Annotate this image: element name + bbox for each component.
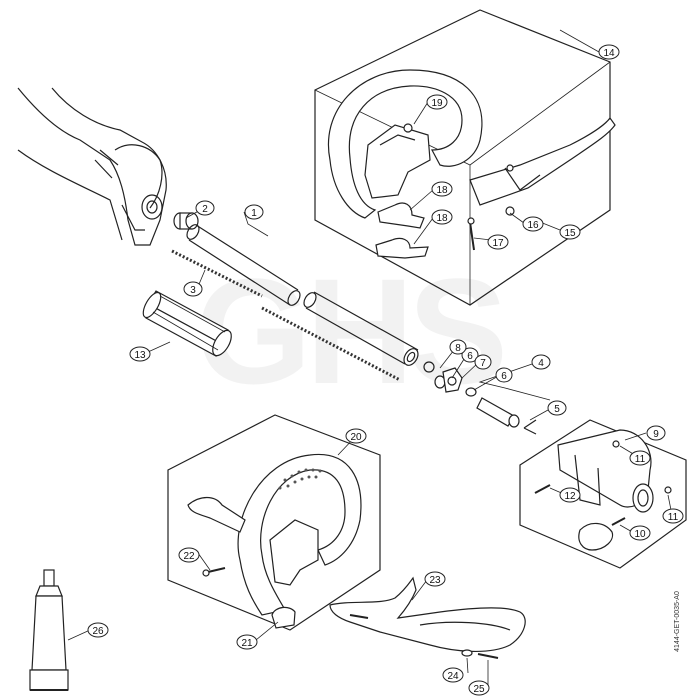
callout-4: 4 bbox=[531, 354, 551, 370]
svg-text:11: 11 bbox=[635, 454, 646, 465]
leader-lines bbox=[67, 29, 673, 686]
callout-6b: 6 bbox=[495, 367, 513, 383]
callout-13: 13 bbox=[129, 346, 151, 362]
callout-18a: 18 bbox=[431, 181, 453, 197]
callout-5: 5 bbox=[547, 400, 567, 416]
svg-text:19: 19 bbox=[431, 98, 443, 109]
svg-text:16: 16 bbox=[527, 220, 539, 231]
callout-16: 16 bbox=[522, 216, 544, 232]
callout-7: 7 bbox=[474, 354, 492, 370]
loop-handle-kit-box bbox=[314, 9, 611, 306]
svg-text:23: 23 bbox=[429, 575, 441, 586]
callout-labels: 1 2 3 4 5 6 6 7 8 9 10 11 11 12 13 14 15… bbox=[87, 44, 684, 696]
callout-25: 25 bbox=[468, 680, 490, 696]
grease-tube bbox=[29, 569, 69, 691]
engine-housing bbox=[17, 87, 167, 246]
clamp-parts bbox=[375, 202, 475, 259]
handle-clamp-box bbox=[519, 419, 687, 569]
bike-handle bbox=[187, 453, 362, 629]
svg-text:6: 6 bbox=[501, 371, 507, 382]
svg-text:21: 21 bbox=[241, 638, 253, 649]
svg-text:10: 10 bbox=[634, 529, 646, 540]
svg-text:22: 22 bbox=[183, 551, 195, 562]
callout-20: 20 bbox=[345, 428, 367, 444]
svg-text:7: 7 bbox=[480, 358, 486, 369]
callout-6a: 6 bbox=[461, 347, 479, 363]
callout-10: 10 bbox=[629, 525, 651, 541]
callout-22: 22 bbox=[178, 547, 200, 563]
handle-clamp bbox=[534, 429, 672, 551]
lower-grip-handle bbox=[329, 576, 526, 659]
callout-12: 12 bbox=[559, 487, 581, 503]
bike-handle-kit-box bbox=[167, 414, 381, 631]
svg-text:1: 1 bbox=[251, 208, 257, 219]
svg-text:17: 17 bbox=[492, 238, 504, 249]
callout-15: 15 bbox=[559, 224, 581, 240]
svg-text:13: 13 bbox=[134, 350, 146, 361]
callout-9: 9 bbox=[646, 425, 666, 441]
svg-text:11: 11 bbox=[668, 512, 679, 523]
callout-23: 23 bbox=[424, 571, 446, 587]
svg-text:9: 9 bbox=[653, 429, 659, 440]
svg-text:8: 8 bbox=[455, 343, 461, 354]
drive-shaft bbox=[171, 249, 401, 382]
drawing-code: 4144-GET-0035-A0 bbox=[674, 591, 682, 652]
svg-text:24: 24 bbox=[447, 671, 459, 682]
control-handle bbox=[469, 116, 616, 216]
svg-text:12: 12 bbox=[564, 491, 576, 502]
loop-handle bbox=[327, 69, 483, 219]
drive-tube bbox=[173, 212, 419, 366]
svg-text:15: 15 bbox=[564, 228, 576, 239]
svg-text:26: 26 bbox=[92, 626, 104, 637]
callout-11b: 11 bbox=[662, 508, 684, 524]
callout-2: 2 bbox=[195, 200, 215, 216]
protective-hose bbox=[142, 290, 232, 357]
callout-24: 24 bbox=[442, 667, 464, 683]
svg-text:25: 25 bbox=[473, 684, 485, 695]
svg-text:5: 5 bbox=[554, 404, 560, 415]
callout-17: 17 bbox=[487, 234, 509, 250]
svg-text:2: 2 bbox=[202, 204, 208, 215]
gear-head-parts bbox=[423, 361, 537, 435]
callout-11a: 11 bbox=[629, 450, 651, 466]
callout-3: 3 bbox=[183, 281, 203, 297]
svg-text:4: 4 bbox=[538, 358, 544, 369]
callout-14: 14 bbox=[598, 44, 620, 60]
callout-21: 21 bbox=[236, 634, 258, 650]
callout-8: 8 bbox=[449, 339, 467, 355]
svg-text:18: 18 bbox=[436, 185, 448, 196]
svg-text:18: 18 bbox=[436, 213, 448, 224]
svg-text:6: 6 bbox=[467, 351, 473, 362]
svg-text:20: 20 bbox=[350, 432, 362, 443]
svg-text:3: 3 bbox=[190, 285, 196, 296]
callout-18b: 18 bbox=[431, 209, 453, 225]
callout-26: 26 bbox=[87, 622, 109, 638]
svg-text:14: 14 bbox=[603, 48, 615, 59]
callout-1: 1 bbox=[244, 204, 264, 220]
callout-19: 19 bbox=[426, 94, 448, 110]
